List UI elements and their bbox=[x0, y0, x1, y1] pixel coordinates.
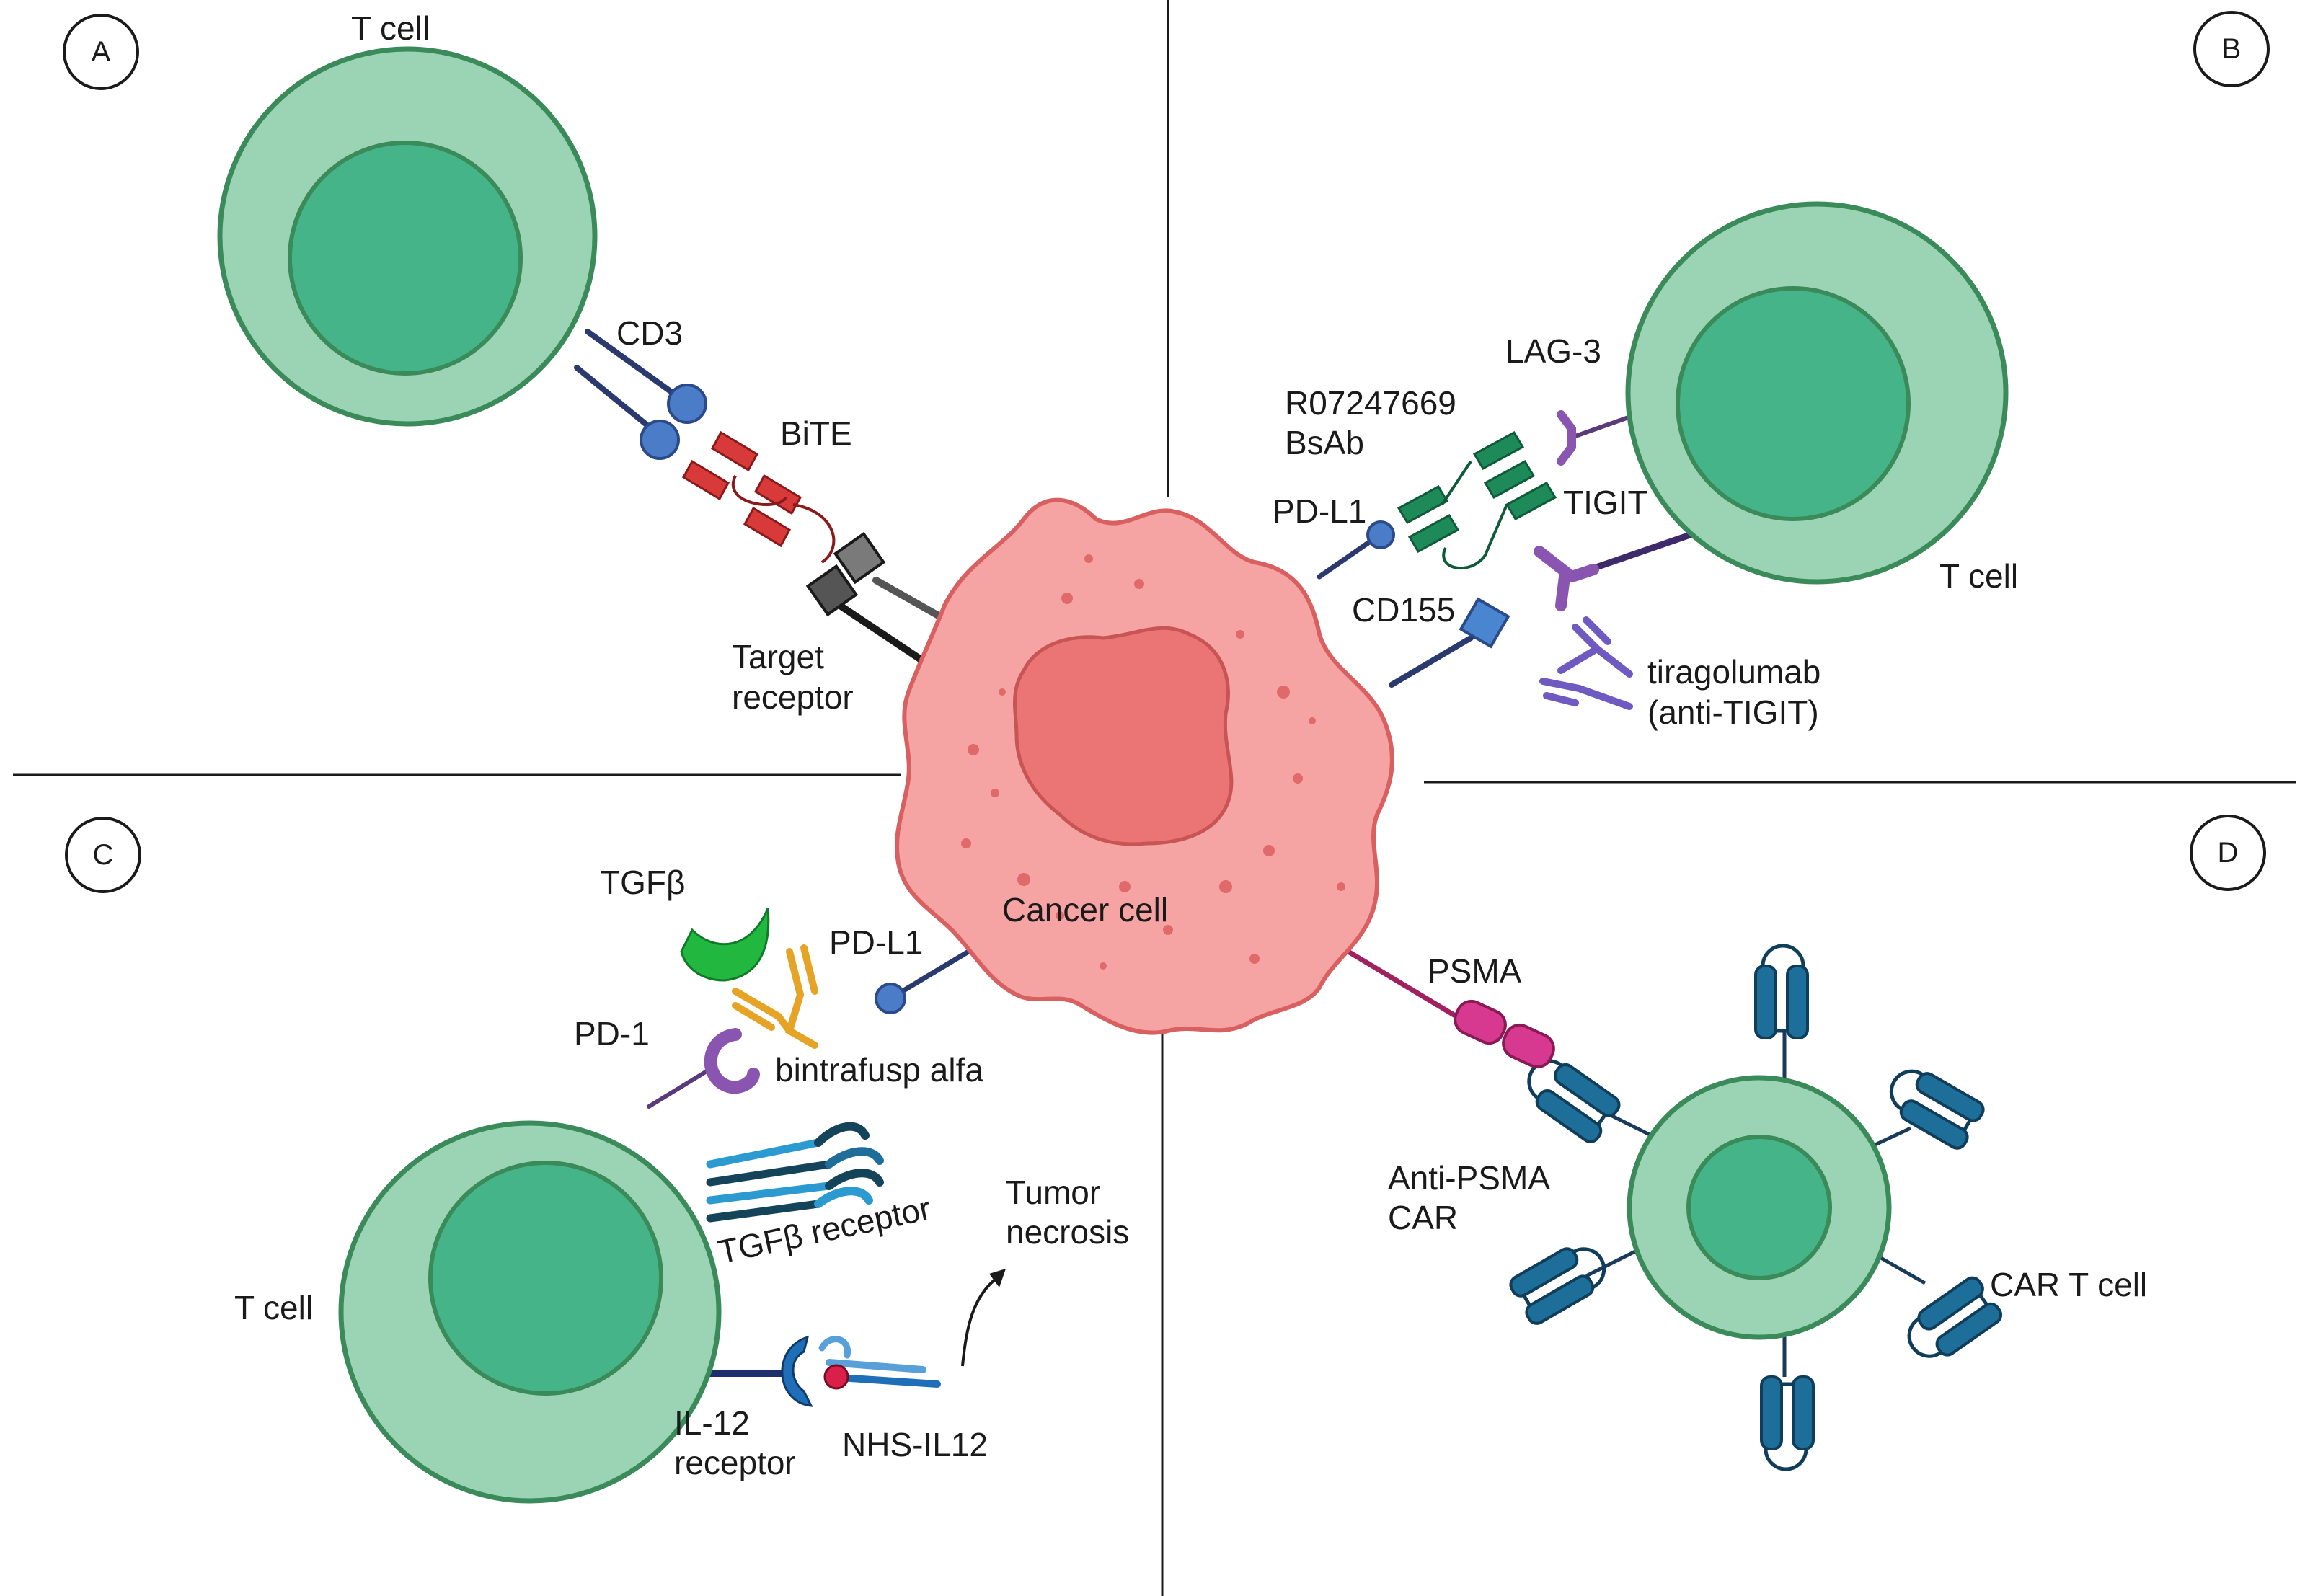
pdl1-label-b: PD-L1 bbox=[1273, 492, 1366, 530]
t-cell-label-c: T cell bbox=[234, 1289, 313, 1326]
car-t-cell-label: CAR T cell bbox=[1990, 1266, 2147, 1303]
cd3-label: CD3 bbox=[616, 314, 683, 352]
tiragolumab-label-line2: (anti-TIGIT) bbox=[1647, 693, 1819, 731]
tumor-necrosis-arrow bbox=[961, 1269, 1006, 1367]
car-receptor-bottom bbox=[1760, 1375, 1815, 1471]
car-receptor-lower-right bbox=[1907, 1276, 2003, 1358]
panel-letter-d-text: D bbox=[2218, 837, 2239, 869]
anti-psma-car-label-line1: Anti-PSMA bbox=[1388, 1159, 1550, 1197]
tigit-stalk bbox=[1586, 530, 1698, 573]
pd1-stalk bbox=[647, 1065, 716, 1109]
panel-letter-a: A bbox=[63, 14, 139, 90]
car-receptors bbox=[1509, 944, 2003, 1471]
t-cell-label-b: T cell bbox=[1939, 557, 2018, 595]
cd3-stalk-2 bbox=[574, 365, 659, 435]
car-receptor-lower-left bbox=[1509, 1247, 1606, 1325]
nhs-il12-label: NHS-IL12 bbox=[842, 1426, 988, 1463]
tigit-label: TIGIT bbox=[1563, 484, 1648, 521]
panel-letter-d: D bbox=[2190, 815, 2266, 891]
car-receptor-anti-psma bbox=[1527, 1059, 1621, 1143]
lag3-stalk bbox=[1573, 412, 1639, 438]
tiragolumab-label-line1: tiragolumab bbox=[1647, 653, 1820, 691]
lag3-receptor bbox=[1557, 410, 1576, 466]
bintrafusp-alfa bbox=[732, 944, 818, 1049]
il12-receptor-label-line1: IL-12 bbox=[674, 1404, 750, 1442]
pdl1-stalk-c bbox=[888, 941, 983, 1001]
bsab-label-line2: BsAb bbox=[1285, 424, 1364, 461]
pdl1-ligand-b bbox=[1366, 520, 1395, 549]
car-receptor-top bbox=[1754, 944, 1809, 1039]
panel-letter-a-text: A bbox=[92, 36, 111, 68]
panel-letter-c-text: C bbox=[93, 839, 114, 871]
cd155-label: CD155 bbox=[1352, 591, 1455, 629]
target-receptor-label-line1: Target bbox=[732, 638, 824, 675]
cd155-stalk bbox=[1389, 635, 1474, 688]
nhs-il12 bbox=[818, 1336, 941, 1390]
panel-letter-c: C bbox=[65, 817, 141, 893]
lag3-label: LAG-3 bbox=[1505, 332, 1601, 370]
target-receptor-stalk-2 bbox=[836, 602, 930, 667]
cancer-cell-label: Cancer cell bbox=[1002, 891, 1168, 928]
tgfb-ligand bbox=[680, 908, 770, 982]
cd3-stalk-1 bbox=[585, 329, 681, 399]
t-cell-b bbox=[1625, 201, 2009, 585]
cancer-cell-speckles bbox=[961, 554, 1345, 970]
psma-stalk bbox=[1345, 949, 1459, 1019]
tumor-necrosis-label-line1: Tumor bbox=[1006, 1174, 1100, 1211]
pdl1-ligand-c bbox=[875, 983, 906, 1014]
target-receptor bbox=[805, 531, 886, 617]
cd3-receptor bbox=[640, 384, 707, 460]
cd155-ligand bbox=[1459, 597, 1510, 649]
tgfb-label: TGFβ bbox=[600, 864, 685, 901]
pdl1-stalk-b bbox=[1317, 536, 1376, 580]
tiragolumab-antibody bbox=[1539, 616, 1633, 710]
tgfb-receptor-complex bbox=[706, 1122, 884, 1223]
bite-label: BiTE bbox=[780, 414, 852, 452]
bsab-molecule bbox=[1397, 430, 1557, 569]
target-receptor-label-line2: receptor bbox=[732, 678, 854, 716]
panel-letter-b-text: B bbox=[2222, 33, 2242, 65]
psma-antigen bbox=[1454, 999, 1555, 1069]
t-cell-label-a: T cell bbox=[351, 9, 430, 47]
quadrant-dividers bbox=[13, 0, 2296, 1596]
t-cell-c bbox=[338, 1120, 722, 1504]
pd1-receptor bbox=[704, 1028, 760, 1094]
bite-molecule bbox=[681, 430, 836, 564]
t-cell-a bbox=[217, 46, 598, 427]
pdl1-label-c: PD-L1 bbox=[829, 923, 923, 961]
bintrafusp-label: bintrafusp alfa bbox=[775, 1051, 983, 1089]
tumor-necrosis-label-line2: necrosis bbox=[1006, 1213, 1129, 1251]
pd1-label: PD-1 bbox=[574, 1015, 650, 1052]
tigit-receptor bbox=[1534, 546, 1599, 611]
panel-letter-b: B bbox=[2193, 11, 2270, 87]
anti-psma-car-label-line2: CAR bbox=[1388, 1199, 1458, 1236]
cancer-cell: Cancer cell bbox=[895, 497, 1394, 1035]
car-t-cell bbox=[1585, 1031, 1926, 1377]
psma-label: PSMA bbox=[1428, 952, 1522, 990]
il12-receptor bbox=[781, 1335, 813, 1407]
il12-receptor-label-line2: receptor bbox=[674, 1444, 796, 1481]
bsab-label-line1: R07247669 bbox=[1285, 384, 1456, 422]
car-receptor-upper-right bbox=[1889, 1069, 1985, 1150]
